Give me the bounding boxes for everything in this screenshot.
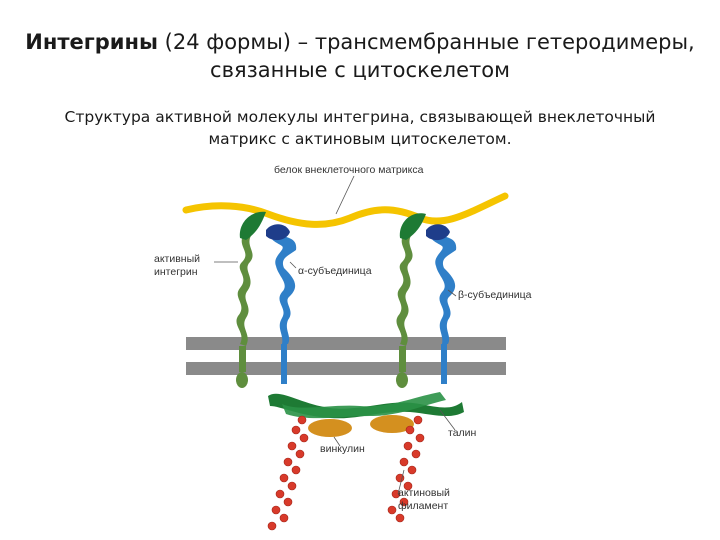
- title-rest: (24 формы) – трансмембранные гетеродимер…: [157, 30, 695, 54]
- page-title: Интегрины (24 формы) – трансмембранные г…: [0, 28, 720, 84]
- membrane-inner-layer: [186, 362, 506, 375]
- subtitle: Структура активной молекулы интегрина, с…: [0, 106, 720, 150]
- alpha-subunit-left: [236, 234, 253, 388]
- talin-right: [282, 392, 446, 419]
- label-active-integrin-1: активный: [154, 253, 200, 265]
- title-bold: Интегрины: [25, 30, 158, 54]
- beta-head-left: [266, 224, 290, 241]
- actin-filament-right: [387, 415, 425, 523]
- alpha-head-left: [239, 211, 266, 240]
- leader-lines: [214, 175, 457, 495]
- title-line-1: Интегрины (24 формы) – трансмембранные г…: [0, 28, 720, 56]
- alpha-tail-right: [399, 346, 406, 372]
- label-vinculin: винкулин: [320, 443, 365, 455]
- beta-subunit-right: [430, 232, 457, 384]
- alpha-head-right: [399, 213, 426, 240]
- alpha-end-left: [236, 372, 248, 388]
- title-line-2: связанные с цитоскелетом: [210, 58, 510, 82]
- subtitle-line-1: Структура активной молекулы интегрина, с…: [64, 108, 656, 126]
- label-active-integrin-2: интегрин: [154, 266, 198, 278]
- label-ecm-protein: белок внеклеточного матрикса: [274, 164, 424, 176]
- label-actin-2: филамент: [398, 500, 448, 512]
- label-alpha-subunit: α-субъединица: [298, 265, 372, 277]
- alpha-tail-left: [239, 346, 246, 372]
- subtitle-line-2: матрикс с актиновым цитоскелетом.: [208, 130, 512, 148]
- beta-tail-right: [441, 344, 447, 384]
- ecm-protein: [182, 192, 509, 228]
- label-beta-subunit: β-субъединица: [458, 289, 532, 301]
- actin-filament-left: [267, 415, 309, 531]
- beta-tail-left: [281, 344, 287, 384]
- beta-subunit-left: [270, 232, 297, 384]
- alpha-end-right: [396, 372, 408, 388]
- beta-head-right: [426, 224, 450, 241]
- membrane-outer-layer: [186, 337, 506, 350]
- label-actin-1: актиновый: [398, 487, 450, 499]
- alpha-subunit-right: [396, 234, 413, 388]
- label-talin: талин: [448, 427, 477, 439]
- vinculin-left: [308, 419, 352, 437]
- vinculin-right: [370, 415, 414, 433]
